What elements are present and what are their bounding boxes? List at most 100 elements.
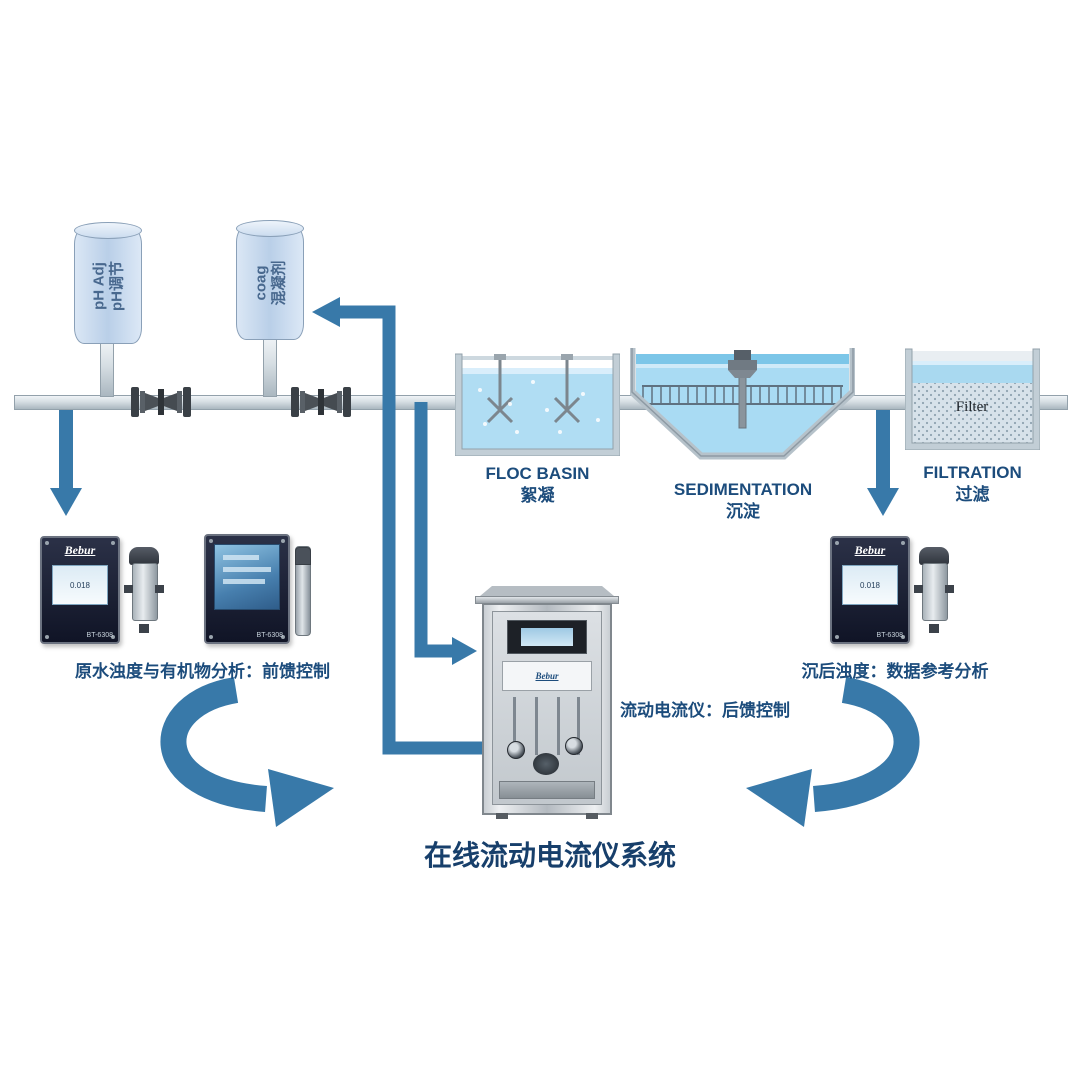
device-screen: 0.018 xyxy=(842,565,898,605)
coag-tank-stem-pipe xyxy=(263,336,277,397)
coag-tank-lid xyxy=(236,220,304,237)
raw-water-turbidity-controller: Bebur 0.018 BT-6308 xyxy=(40,536,120,644)
filter-media xyxy=(912,383,1033,443)
touch-screen xyxy=(214,544,280,610)
device-model: BT-6308 xyxy=(256,632,283,639)
sedimentation-basin-graphic xyxy=(630,348,855,460)
ph-tank-label: pH Adj pH调节 xyxy=(90,232,126,340)
cabinet-body: Bebur xyxy=(482,603,612,819)
screw-icon xyxy=(45,635,49,639)
pump-icon xyxy=(565,737,583,755)
left-swoosh-arrowhead xyxy=(268,769,334,827)
pipe-coupling-valve-1 xyxy=(131,387,191,417)
cabinet-base-panel xyxy=(499,781,595,799)
sensor-coil xyxy=(533,753,559,775)
clarifier-drive xyxy=(728,350,757,429)
cabinet-inner-panel: Bebur xyxy=(492,611,602,805)
floc-mixer-1 xyxy=(486,360,514,424)
settled-water-turbidity-controller: Bebur 0.018 BT-6308 xyxy=(830,536,910,644)
sensor-port xyxy=(155,585,164,593)
cabinet-analyzer-box: Bebur xyxy=(502,661,592,691)
cabinet-tubing-zone xyxy=(501,697,593,777)
device-brand: Bebur xyxy=(64,543,96,557)
settled-water-caption: 沉后浊度：数据参考分析 xyxy=(801,662,989,681)
screw-icon xyxy=(901,635,905,639)
sensor-port xyxy=(945,585,954,593)
screw-icon xyxy=(111,635,115,639)
streaming-current-analyzer-cabinet: Bebur xyxy=(475,586,619,819)
coagulant-dosing-tank: coag 混凝剂 xyxy=(236,220,304,340)
cabinet-arrowhead xyxy=(452,637,477,665)
screw-icon xyxy=(209,539,213,543)
screw-icon xyxy=(281,635,285,639)
sensor-cap xyxy=(129,547,159,565)
organics-analyzer-controller: BT-6308 xyxy=(204,534,290,644)
screw-icon xyxy=(281,539,285,543)
filter-media-label: Filter xyxy=(956,399,989,415)
pump-icon xyxy=(507,741,525,759)
coag-tank-label: coag 混凝剂 xyxy=(252,229,288,337)
ph-tank-label-en: pH Adj xyxy=(90,262,108,310)
right-swoosh-arrowhead xyxy=(746,769,812,827)
screw-icon xyxy=(209,635,213,639)
sensor-port xyxy=(914,585,923,593)
coagulant-arrowhead xyxy=(312,297,340,327)
screw-icon xyxy=(835,635,839,639)
ph-tank-lid xyxy=(74,222,142,239)
ph-dosing-tank: pH Adj pH调节 xyxy=(74,222,142,344)
screw-icon xyxy=(901,541,905,545)
system-title: 在线流动电流仪系统 xyxy=(423,840,676,871)
tube xyxy=(557,697,560,755)
filtration-label: FILTRATION 过滤 xyxy=(900,462,1045,506)
cabinet-foot xyxy=(496,813,508,819)
floc-basin-label-en: FLOC BASIN xyxy=(485,464,590,483)
pipe-coupling-valve-2 xyxy=(291,387,351,417)
organics-probe xyxy=(295,546,311,636)
screw-icon xyxy=(45,541,49,545)
cabinet-display-unit xyxy=(507,620,587,654)
filtration-tank-graphic: Filter xyxy=(905,348,1040,450)
filtration-label-en: FILTRATION xyxy=(923,463,1022,482)
cabinet-display-screen xyxy=(521,628,573,646)
tube xyxy=(577,697,580,755)
sensor-foot xyxy=(139,624,149,633)
device-brand: Bebur xyxy=(535,671,559,681)
raw-water-caption: 原水浊度与有机物分析：前馈控制 xyxy=(75,662,330,681)
raw-water-arrowhead xyxy=(50,488,82,516)
tube xyxy=(535,697,538,755)
streaming-current-caption: 流动电流仪：后馈控制 xyxy=(620,701,790,720)
device-screen: 0.018 xyxy=(52,565,108,605)
screw-icon xyxy=(111,541,115,545)
floc-basin-graphic xyxy=(455,353,620,456)
sensor-port xyxy=(124,585,133,593)
filtration-label-zh: 过滤 xyxy=(955,485,990,504)
device-model: BT-6308 xyxy=(876,632,903,639)
settled-water-arrowhead xyxy=(867,488,899,516)
ph-tank-stem-pipe xyxy=(100,340,114,397)
coag-tank-label-zh: 混凝剂 xyxy=(270,260,288,306)
floc-basin-label: FLOC BASIN 絮凝 xyxy=(450,463,625,507)
sedimentation-label-en: SEDIMENTATION xyxy=(673,480,813,499)
screw-icon xyxy=(835,541,839,545)
floc-mixer-2 xyxy=(553,360,581,424)
filtration-tank-walls xyxy=(905,348,1040,450)
cabinet-foot xyxy=(586,813,598,819)
floc-basin-label-zh: 絮凝 xyxy=(520,486,555,505)
sensor-foot xyxy=(929,624,939,633)
turbidity-flow-cell-sensor xyxy=(122,547,166,633)
device-model: BT-6308 xyxy=(86,632,113,639)
sensor-cap xyxy=(919,547,949,565)
sedimentation-label: SEDIMENTATION 沉淀 xyxy=(628,479,858,523)
ph-tank-label-zh: pH调节 xyxy=(108,261,126,311)
device-brand: Bebur xyxy=(854,543,886,557)
cabinet-roof xyxy=(480,586,614,596)
left-swoosh-arrow xyxy=(160,677,268,812)
coag-tank-label-en: coag xyxy=(252,265,270,301)
probe-cap xyxy=(295,547,311,565)
sensor-body xyxy=(132,563,158,621)
tube xyxy=(513,697,516,755)
sedimentation-label-zh: 沉淀 xyxy=(726,502,760,521)
sample-line-to-cabinet xyxy=(414,402,453,658)
